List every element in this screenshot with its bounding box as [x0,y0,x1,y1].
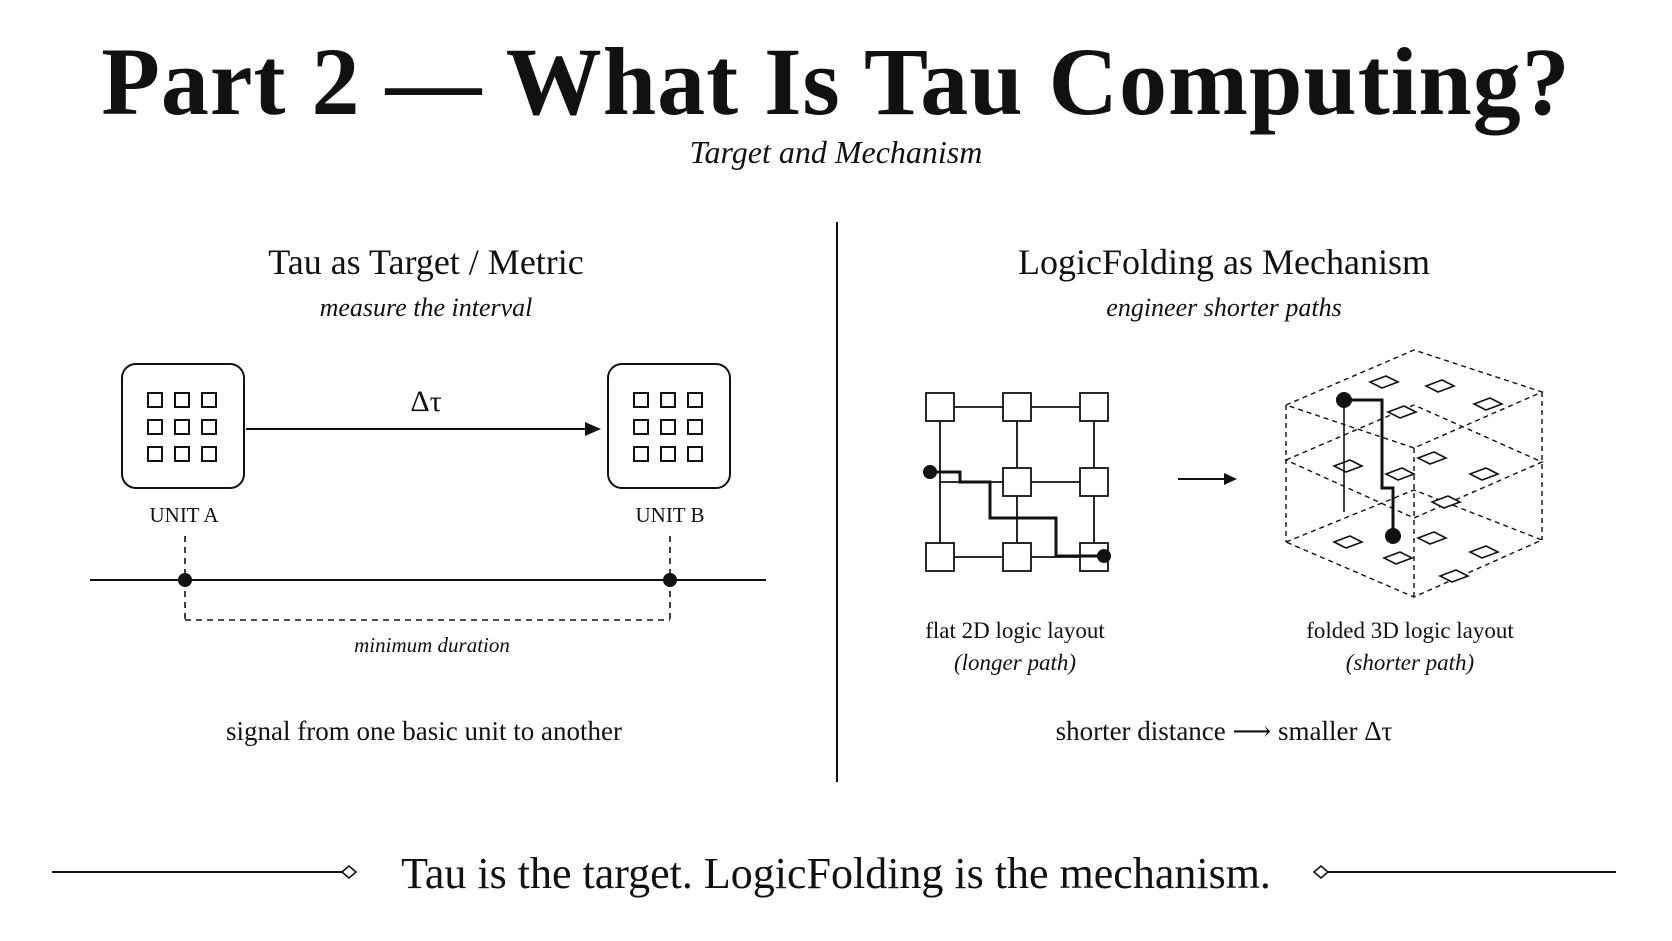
transform-arrow-icon [1178,473,1237,485]
right-panel-title: LogicFolding as Mechanism [1018,242,1430,282]
unit-b-grid-icon [633,392,703,462]
folded-short-path [1336,392,1401,544]
page-title: Part 2 — What Is Tau Computing? [101,28,1571,135]
flat-2d-layout [925,392,1109,572]
flat-layout-sublabel: (longer path) [953,650,1076,675]
unit-a-label: UNIT A [149,503,219,527]
page-subtitle: Target and Mechanism [689,134,983,170]
footer-left-rule [52,864,358,880]
folded-3d-layout [1284,349,1544,598]
left-panel-title: Tau as Target / Metric [268,242,584,282]
signal-arrow [246,422,601,436]
delta-tau-label: Δτ [410,385,442,418]
folded-3d-nodes [1332,375,1504,583]
timeline-point-b [663,573,677,587]
minimum-duration-label: minimum duration [354,633,510,657]
panel-divider [836,222,838,782]
unit-b-label: UNIT B [635,503,705,527]
left-panel-caption: signal from one basic unit to another [226,716,622,746]
footer-tagline: Tau is the target. LogicFolding is the m… [401,849,1271,898]
timeline-point-a [178,573,192,587]
folded-layout-sublabel: (shorter path) [1345,650,1475,675]
flat-layout-label: flat 2D logic layout [925,618,1105,643]
flat-long-path [923,465,1111,563]
unit-a-grid-icon [147,392,217,462]
folded-layout-label: folded 3D logic layout [1306,618,1514,643]
unit-b-box [607,363,731,489]
footer-right-rule [1312,864,1616,880]
right-panel-caption: shorter distance ⟶ smaller Δτ [1055,716,1393,746]
left-panel-subtitle: measure the interval [319,293,533,322]
unit-a-box [121,363,245,489]
timeline [90,536,766,621]
right-panel-subtitle: engineer shorter paths [1106,293,1342,322]
